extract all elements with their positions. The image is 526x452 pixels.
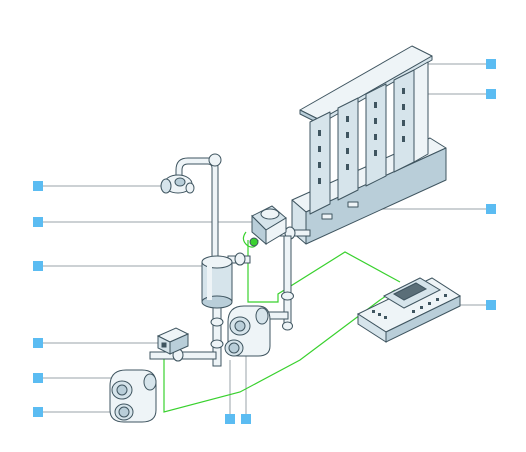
receiver-highlight	[207, 266, 212, 300]
terminal	[384, 316, 387, 319]
fin-column-5	[413, 61, 429, 163]
coil-tube	[402, 120, 405, 126]
callout-marker-right-1[interactable]	[486, 59, 496, 69]
valve-coil-cap	[260, 208, 280, 220]
compressor-right-port-inner	[234, 320, 246, 332]
terminal	[436, 298, 439, 301]
callout-marker-left-1[interactable]	[33, 181, 43, 191]
wire-sensor-to-controller	[163, 289, 396, 413]
compressor-right-cap	[255, 307, 269, 325]
controller-display	[392, 282, 428, 301]
coil-tube	[318, 162, 321, 168]
valve-connector-green	[249, 237, 259, 247]
callout-marker-right-2[interactable]	[486, 89, 496, 99]
controller-terminals	[372, 294, 447, 319]
callout-marker-right-4[interactable]	[486, 300, 496, 310]
pipe-elbow-joint	[208, 153, 222, 167]
coil-tube	[374, 102, 377, 108]
coil-tube	[318, 146, 321, 152]
pipe-fitting	[210, 317, 224, 327]
leader-lines	[38, 63, 489, 418]
terminal	[378, 313, 381, 316]
expansion-valve	[249, 205, 287, 247]
coil-tube	[402, 104, 405, 110]
valve-coil-front	[265, 217, 287, 245]
callout-marker-bottom-1[interactable]	[225, 414, 235, 424]
controller-side	[385, 295, 461, 343]
wire-valve-to-controller	[247, 240, 401, 303]
terminal	[444, 294, 447, 297]
compressor-right-port-inner	[228, 342, 240, 354]
callout-marker-left-6[interactable]	[33, 407, 43, 417]
pipe-fitting	[281, 291, 294, 301]
coil-tube	[318, 178, 321, 184]
pipe-fitting	[282, 321, 293, 331]
callout-marker-bottom-2[interactable]	[241, 414, 251, 424]
callout-marker-right-3[interactable]	[486, 204, 496, 214]
evaporator-inlet-stub	[321, 213, 333, 220]
receiver-tank	[201, 255, 233, 309]
evaporator-unit	[291, 45, 447, 245]
coil-tube	[374, 118, 377, 124]
switch-box-side	[169, 333, 189, 355]
compressor-left-port-inner	[116, 384, 128, 396]
callout-marker-left-5[interactable]	[33, 373, 43, 383]
receiver-top	[201, 255, 233, 269]
sight-glass-cap	[160, 178, 172, 194]
coil-tube	[346, 116, 349, 122]
terminal	[412, 310, 415, 313]
terminal	[428, 302, 431, 305]
electronic-controller	[356, 277, 462, 343]
callout-marker-left-4[interactable]	[33, 338, 43, 348]
piping	[149, 153, 311, 367]
coil-tube	[374, 150, 377, 156]
coil-tube	[402, 136, 405, 142]
coil-tube	[402, 88, 405, 94]
callout-markers	[33, 59, 496, 424]
compressor-right	[224, 305, 271, 357]
coil-tube	[346, 164, 349, 170]
callout-marker-left-2[interactable]	[33, 217, 43, 227]
pipe-fitting	[210, 339, 224, 349]
compressor-left-port-inner	[118, 406, 130, 418]
callout-marker-left-3[interactable]	[33, 261, 43, 271]
pipe-fitting	[234, 252, 246, 266]
coil-tube	[346, 132, 349, 138]
sight-glass-outlet	[185, 182, 195, 194]
compressor-left	[109, 369, 157, 423]
evaporator-outlet-stub	[347, 201, 359, 208]
pipe-top-elbow	[175, 157, 219, 259]
coil-tube	[318, 130, 321, 136]
receiver-bottom	[201, 295, 233, 309]
sight-glass	[160, 174, 195, 194]
coil-tube	[346, 148, 349, 154]
compressor-left-cap	[143, 373, 157, 391]
terminal	[420, 306, 423, 309]
pressure-switch	[156, 327, 190, 355]
coil-tube	[374, 134, 377, 140]
evaporator-coil-tubes	[318, 88, 405, 184]
switch-box-port	[161, 342, 167, 348]
sight-glass-window	[174, 177, 186, 187]
terminal	[372, 310, 375, 313]
